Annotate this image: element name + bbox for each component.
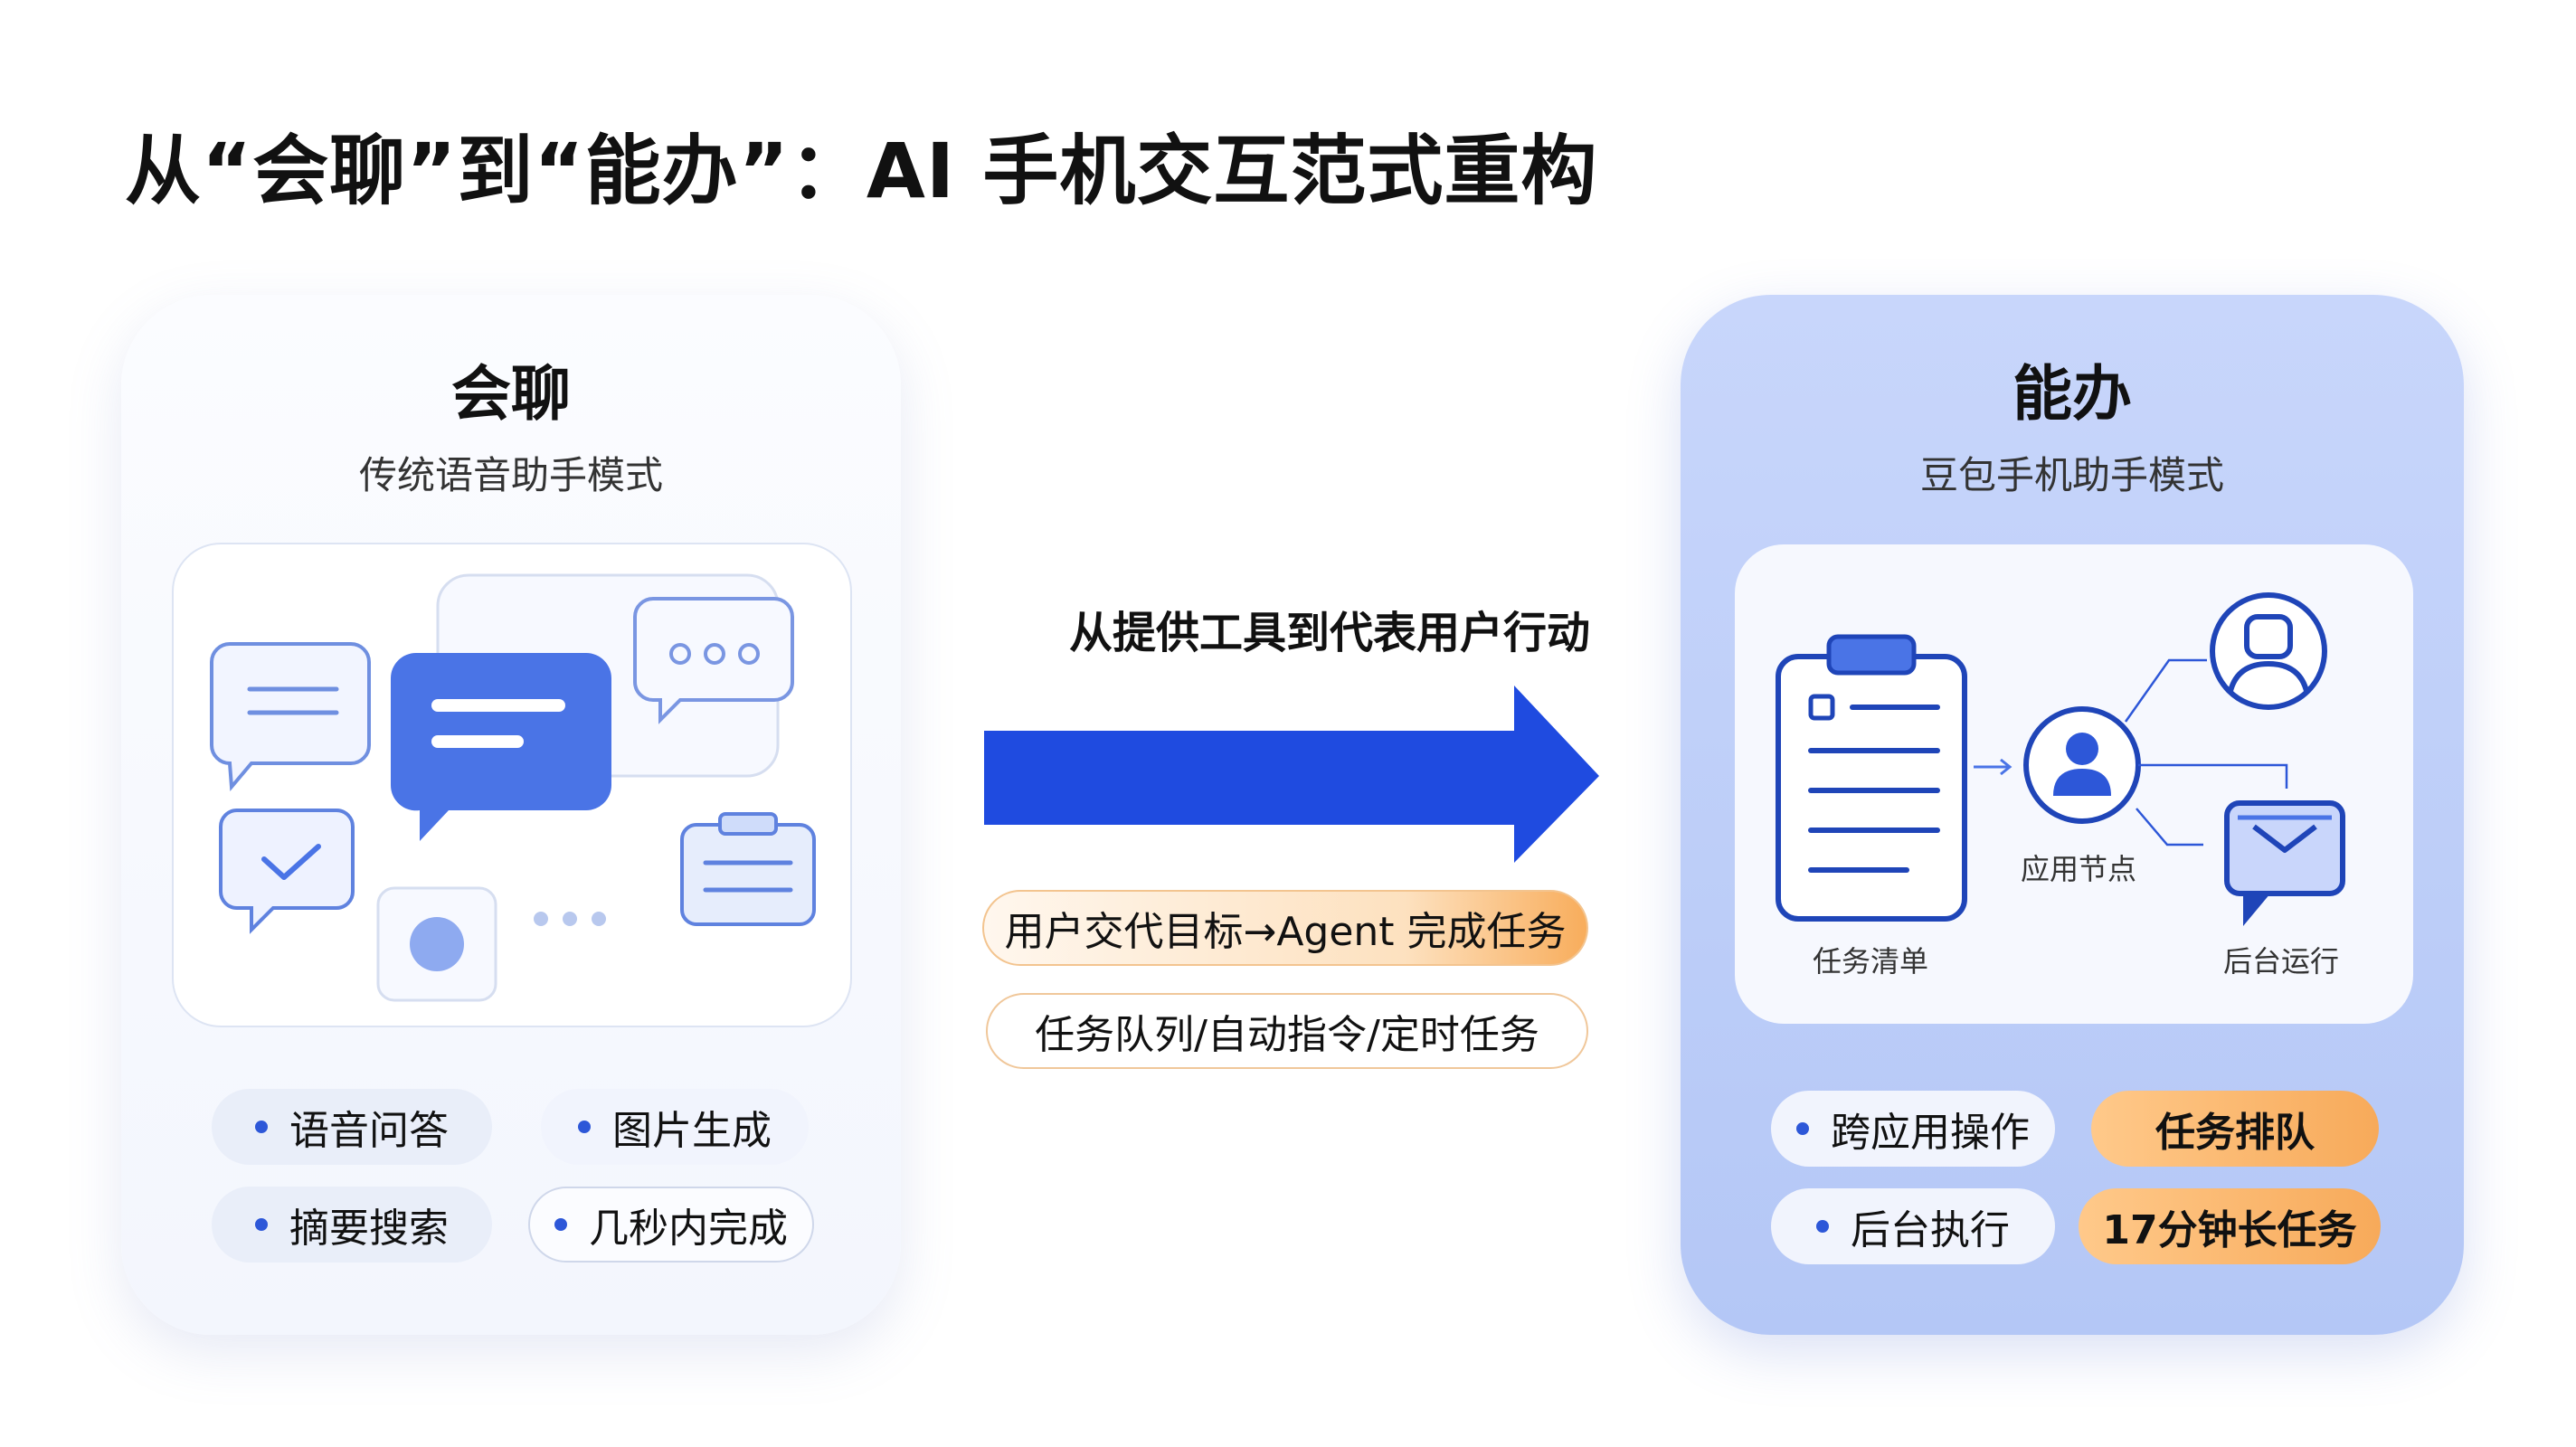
chat-mode-title: 会聊 [451,359,571,429]
bullet-icon [554,1218,567,1231]
goal-to-agent-pill: 用户交代目标→Agent 完成任务 [982,890,1588,966]
tag-label: 几秒内完成 [589,1206,788,1252]
chat-mode-subtitle: 传统语音助手模式 [358,453,663,497]
app-node-label: 应用节点 [2021,852,2137,886]
chat-mode-card: 会聊 传统语音助手模式 [121,295,901,1335]
tag-label: 语音问答 [289,1108,449,1154]
tag-task-queue: 任务排队 [2091,1091,2379,1167]
tag-label: 摘要搜索 [289,1206,449,1252]
message-bubble-icon [390,653,611,841]
tag-cross-app: 跨应用操作 [1771,1091,2055,1167]
task-list-label: 任务清单 [1813,944,1929,979]
tag-label: 17分钟长任务 [2102,1207,2357,1253]
tag-label: 后台执行 [1851,1207,2010,1253]
user-avatar-icon [2210,592,2327,710]
task-queue-pill: 任务队列/自动指令/定时任务 [986,993,1588,1069]
bullet-icon [1796,1122,1809,1135]
tag-label: 图片生成 [612,1108,772,1154]
bullet-icon [578,1121,591,1133]
tag-background-exec: 后台执行 [1771,1188,2055,1264]
app-node-icon [2023,706,2141,824]
tag-image-generation: 图片生成 [541,1089,809,1165]
tag-long-task: 17分钟长任务 [2079,1188,2381,1264]
bullet-icon [255,1121,268,1133]
bullet-icon [255,1218,268,1231]
tag-seconds-complete: 几秒内完成 [528,1187,814,1263]
clipboard-icon [680,812,816,926]
background-task-icon [2224,800,2345,926]
transition-caption: 从提供工具到代表用户行动 [1068,608,1590,658]
agent-mode-title: 能办 [2012,359,2132,429]
agent-mode-card: 能办 豆包手机助手模式 [1681,295,2464,1335]
agent-mode-subtitle: 豆包手机助手模式 [1919,453,2224,497]
tag-label: 任务排队 [2155,1110,2315,1156]
tag-label: 跨应用操作 [1831,1110,2030,1156]
agent-flow-diagram [1776,592,2345,926]
page-title: 从“会聊”到“能办”：AI 手机交互范式重构 [125,127,1598,215]
task-list-icon [1776,634,1967,922]
ellipsis-icon [534,912,606,926]
connector-lines [2124,658,2288,846]
text-bubble-icon [210,642,371,792]
chat-illustration [210,573,816,1002]
tag-summary-search: 摘要搜索 [212,1187,492,1263]
flow-arrow-icon [1974,758,2012,776]
typing-bubble-icon [633,597,794,724]
check-bubble-icon [219,809,355,934]
record-button-icon [376,886,497,1002]
tag-voice-qa: 语音问答 [212,1089,492,1165]
background-label: 后台运行 [2223,944,2340,979]
right-arrow-icon [984,686,1599,863]
chat-illustration-panel [172,543,852,1027]
bullet-icon [1816,1220,1829,1233]
agent-illustration-panel: 任务清单 应用节点 后台运行 [1735,544,2413,1024]
